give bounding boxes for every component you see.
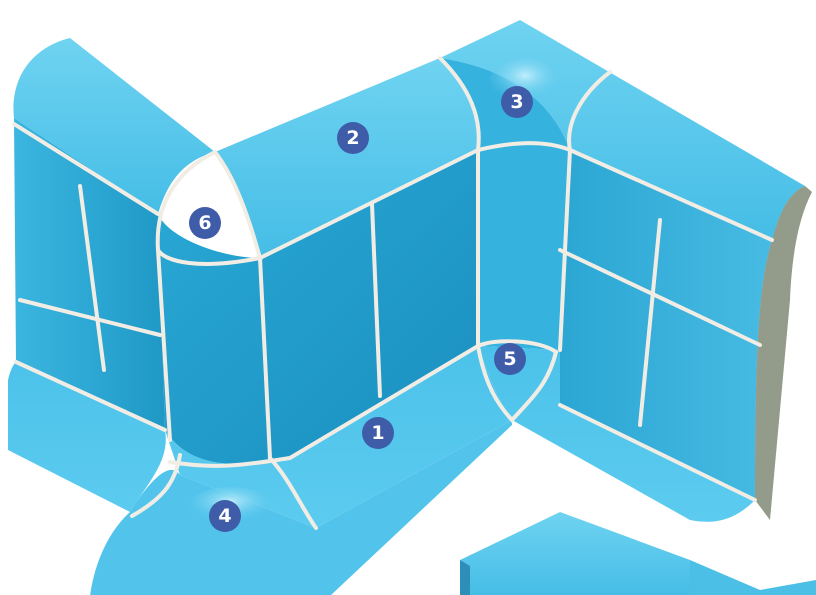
- marker-2: 2: [337, 122, 369, 154]
- marker-1: 1: [362, 417, 394, 449]
- right-wall: [440, 20, 812, 522]
- marker-5-label: 5: [503, 348, 516, 370]
- marker-6: 6: [189, 207, 221, 239]
- marker-4: 4: [209, 500, 241, 532]
- loose-tile-edge: [690, 560, 816, 595]
- loose-tile-top: [460, 512, 690, 595]
- marker-5: 5: [494, 343, 526, 375]
- marker-2-label: 2: [346, 127, 359, 149]
- marker-3: 3: [501, 86, 533, 118]
- marker-6-label: 6: [198, 212, 211, 234]
- marker-1-label: 1: [371, 422, 384, 444]
- marker-4-label: 4: [218, 505, 231, 527]
- marker-3-label: 3: [510, 91, 523, 113]
- loose-tile-side: [460, 560, 470, 595]
- loose-tile: [460, 512, 816, 595]
